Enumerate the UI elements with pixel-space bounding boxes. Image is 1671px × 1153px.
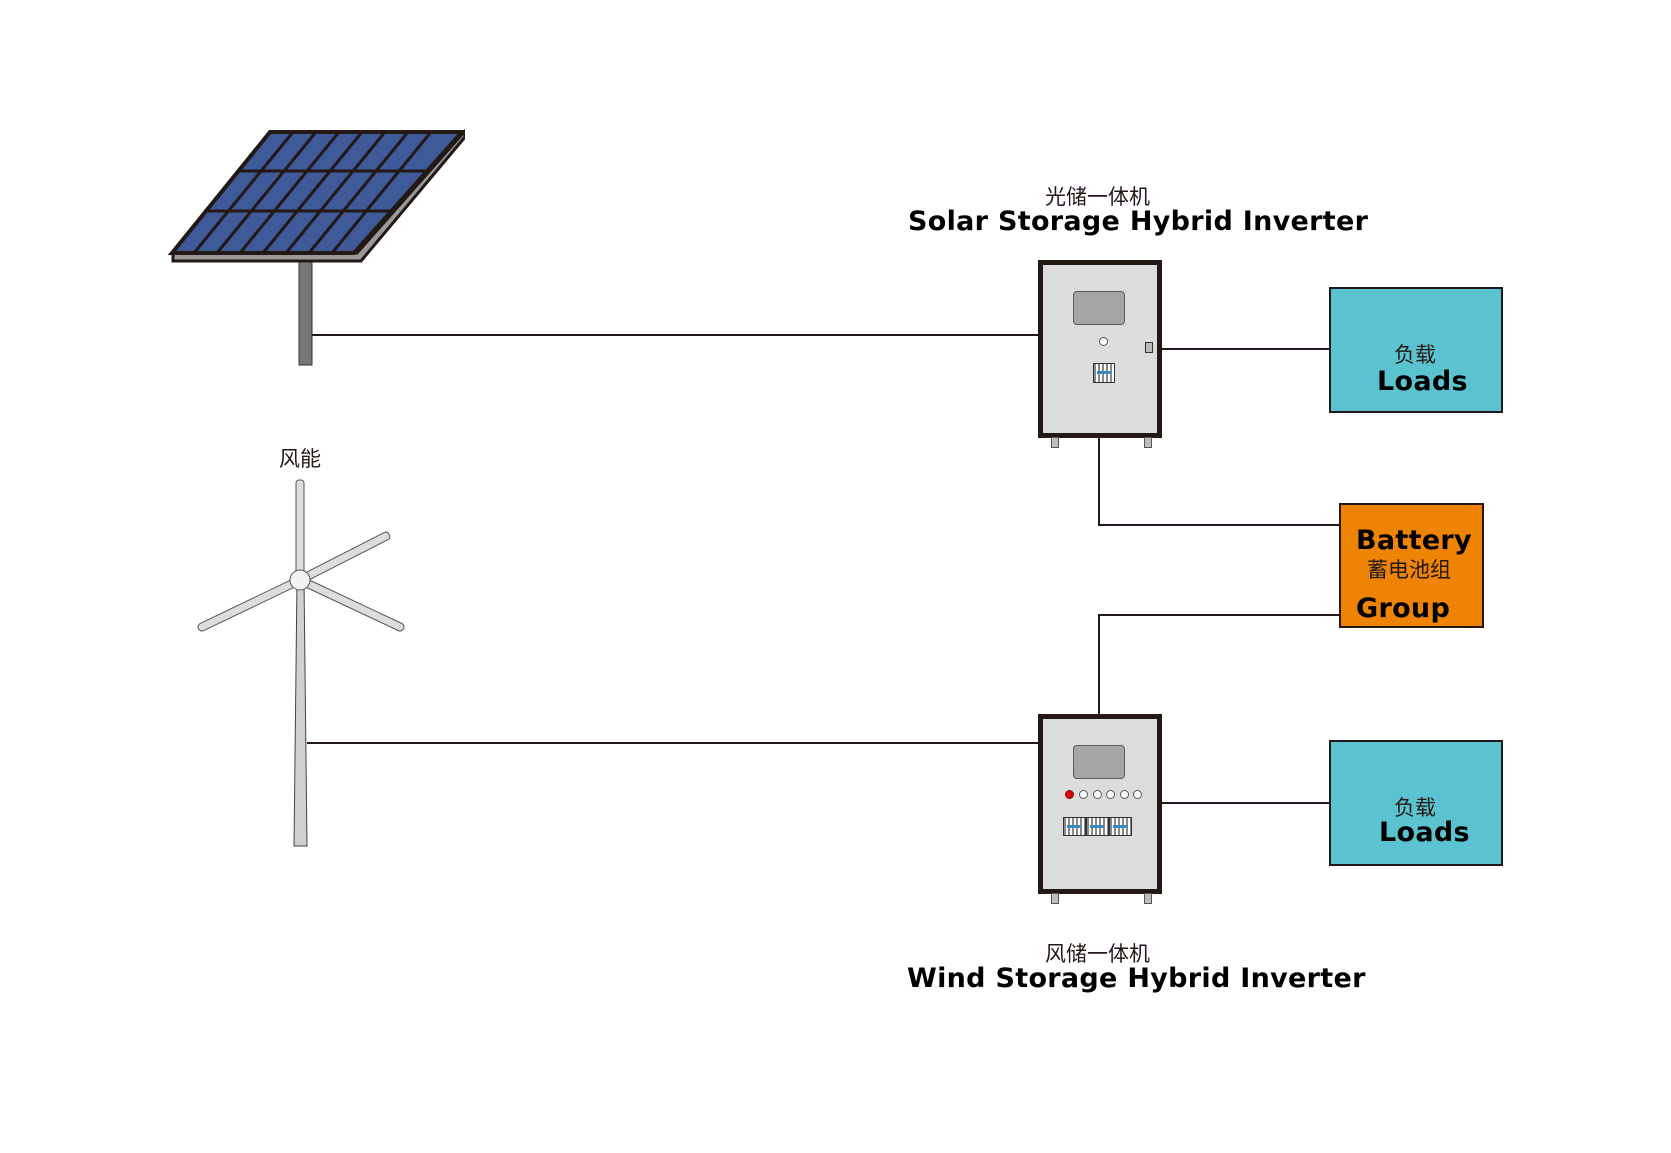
breaker-icon [1086, 817, 1109, 836]
wind-to-inverter-wire [307, 742, 1039, 744]
breaker-icon [1093, 363, 1115, 383]
indicator-light-red [1065, 790, 1074, 799]
wind-inverter-label-cn: 风储一体机 [1045, 942, 1150, 966]
loads-label-cn: 负载 [1394, 796, 1436, 820]
wind-inverter-battery-wire-v [1098, 614, 1100, 715]
loads-label-cn: 负载 [1394, 343, 1436, 367]
battery-label-cn: 蓄电池组 [1367, 558, 1451, 582]
cabinet-foot [1144, 893, 1152, 904]
battery-label-en-1: Battery [1356, 525, 1472, 556]
wind-inverter-label-en: Wind Storage Hybrid Inverter [907, 963, 1366, 994]
loads-label-en: Loads [1379, 817, 1470, 848]
door-handle [1145, 342, 1153, 353]
loads-box-bottom: 负载 Loads [1329, 740, 1503, 866]
breaker-icon [1063, 817, 1086, 836]
display-screen [1073, 745, 1125, 779]
wind-inverter-battery-wire-h [1098, 614, 1340, 616]
loads-box-top: 负载 Loads [1329, 287, 1503, 413]
indicator-light [1106, 790, 1115, 799]
solar-inverter-label-cn: 光储一体机 [1045, 185, 1150, 209]
solar-inverter-label-en: Solar Storage Hybrid Inverter [908, 206, 1369, 237]
wind-hybrid-inverter [1038, 714, 1162, 894]
indicator-light [1093, 790, 1102, 799]
battery-group-box: Battery 蓄电池组 Group [1339, 503, 1484, 628]
indicator-light [1120, 790, 1129, 799]
breaker-icon [1109, 817, 1132, 836]
indicator-light [1079, 790, 1088, 799]
wind-inverter-to-loads-wire [1160, 802, 1330, 804]
cabinet-foot [1051, 893, 1059, 904]
solar-hybrid-inverter [1038, 260, 1162, 438]
battery-label-en-2: Group [1356, 593, 1451, 624]
indicator-light [1133, 790, 1142, 799]
cabinet-foot [1144, 437, 1152, 448]
cabinet-foot [1051, 437, 1059, 448]
solar-inverter-battery-wire-h [1098, 524, 1340, 526]
solar-inverter-to-loads-wire [1160, 348, 1330, 350]
indicator-light [1099, 337, 1108, 346]
wind-turbine-icon [197, 479, 405, 847]
wind-energy-label: 风能 [279, 447, 321, 471]
loads-label-en: Loads [1377, 366, 1468, 397]
display-screen [1073, 291, 1125, 325]
solar-panel-icon [167, 128, 465, 366]
solar-inverter-battery-wire-v [1098, 437, 1100, 525]
solar-to-inverter-wire [312, 334, 1039, 336]
